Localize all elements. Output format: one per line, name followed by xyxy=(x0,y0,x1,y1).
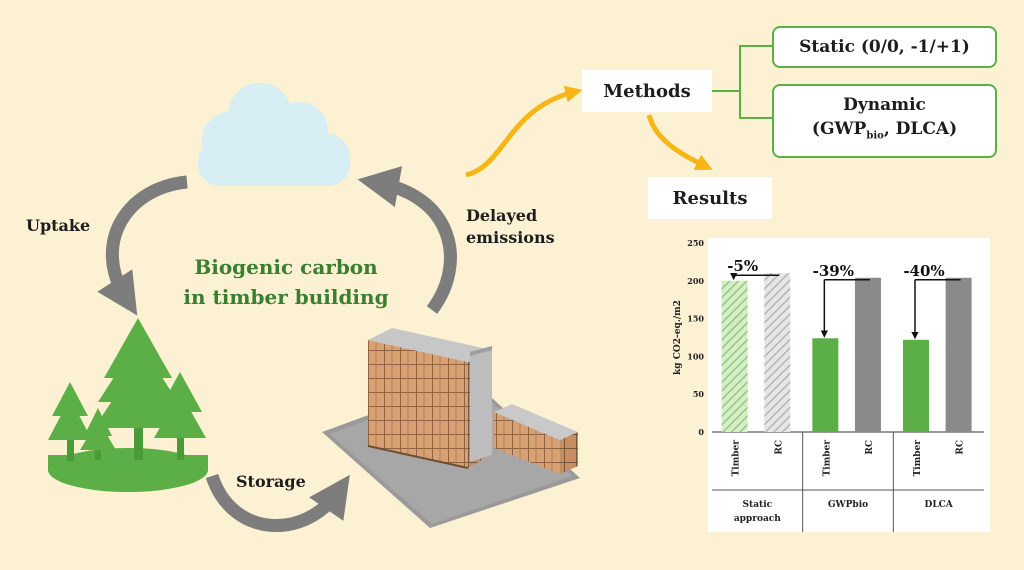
y-tick-label: 150 xyxy=(687,314,704,324)
center-title-line-1: Biogenic carbon xyxy=(194,255,378,279)
uptake-arrow xyxy=(97,175,188,316)
center-title-line-2: in timber building xyxy=(183,285,389,309)
results-label: Results xyxy=(672,187,748,209)
group-label-line-2: approach xyxy=(734,514,781,524)
to-results-arrow xyxy=(646,114,713,170)
methods-connector xyxy=(712,45,772,119)
bar-timber xyxy=(721,280,748,432)
uptake-label: Uptake xyxy=(26,216,91,235)
dynamic-gwp-subscript: bio xyxy=(866,130,884,142)
x-tick-label: RC xyxy=(956,440,966,455)
bar-rc xyxy=(945,277,972,432)
dynamic-gwp: GWP xyxy=(819,119,867,140)
dynamic-method-box: Dynamic (GWPbio, DLCA) xyxy=(772,84,997,158)
storage-label: Storage xyxy=(236,472,306,491)
delayed-emissions-label: Delayed emissions xyxy=(466,205,555,249)
y-tick-label: 100 xyxy=(687,351,704,361)
bar-timber xyxy=(812,338,839,432)
y-tick-label: 50 xyxy=(693,389,705,399)
x-tick-label: Timber xyxy=(822,440,832,477)
storage-arrow xyxy=(205,473,350,533)
y-axis-label: kg CO2-eq./m2 xyxy=(673,300,683,375)
bar-rc xyxy=(764,273,791,432)
change-label: -39% xyxy=(813,262,854,280)
y-tick-label: 250 xyxy=(687,238,704,248)
delayed-emissions-arrow xyxy=(357,166,457,314)
group-label: DLCA xyxy=(925,500,954,510)
bar-rc xyxy=(854,277,881,432)
group-label: Static xyxy=(743,500,773,510)
results-box: Results xyxy=(648,177,772,219)
methods-label: Methods xyxy=(603,80,691,102)
group-label: GWPbio xyxy=(828,500,868,510)
chart-background xyxy=(708,238,990,532)
y-tick-label: 0 xyxy=(698,427,704,437)
change-label: -5% xyxy=(727,257,758,275)
dynamic-rest: , DLCA) xyxy=(883,119,958,140)
x-tick-label: RC xyxy=(865,440,875,455)
change-label: -40% xyxy=(903,262,944,280)
delayed-line-2: emissions xyxy=(466,228,555,247)
trees-icon xyxy=(48,318,208,492)
x-tick-label: Timber xyxy=(732,440,742,477)
dynamic-method-title: Dynamic xyxy=(843,95,926,116)
timber-building-icon xyxy=(322,328,580,528)
x-tick-label: Timber xyxy=(913,440,923,477)
to-methods-arrow xyxy=(465,85,583,178)
static-method-box: Static (0/0, -1/+1) xyxy=(772,26,997,68)
dynamic-method-detail: (GWPbio, DLCA) xyxy=(811,119,958,142)
cloud-icon xyxy=(198,83,350,186)
y-tick-label: 200 xyxy=(687,276,704,286)
center-title: Biogenic carbon in timber building xyxy=(176,252,396,312)
methods-box: Methods xyxy=(582,70,712,112)
x-tick-label: RC xyxy=(774,440,784,455)
bar-timber xyxy=(903,339,929,432)
static-method-label: Static (0/0, -1/+1) xyxy=(799,37,970,57)
delayed-line-1: Delayed xyxy=(466,206,538,225)
